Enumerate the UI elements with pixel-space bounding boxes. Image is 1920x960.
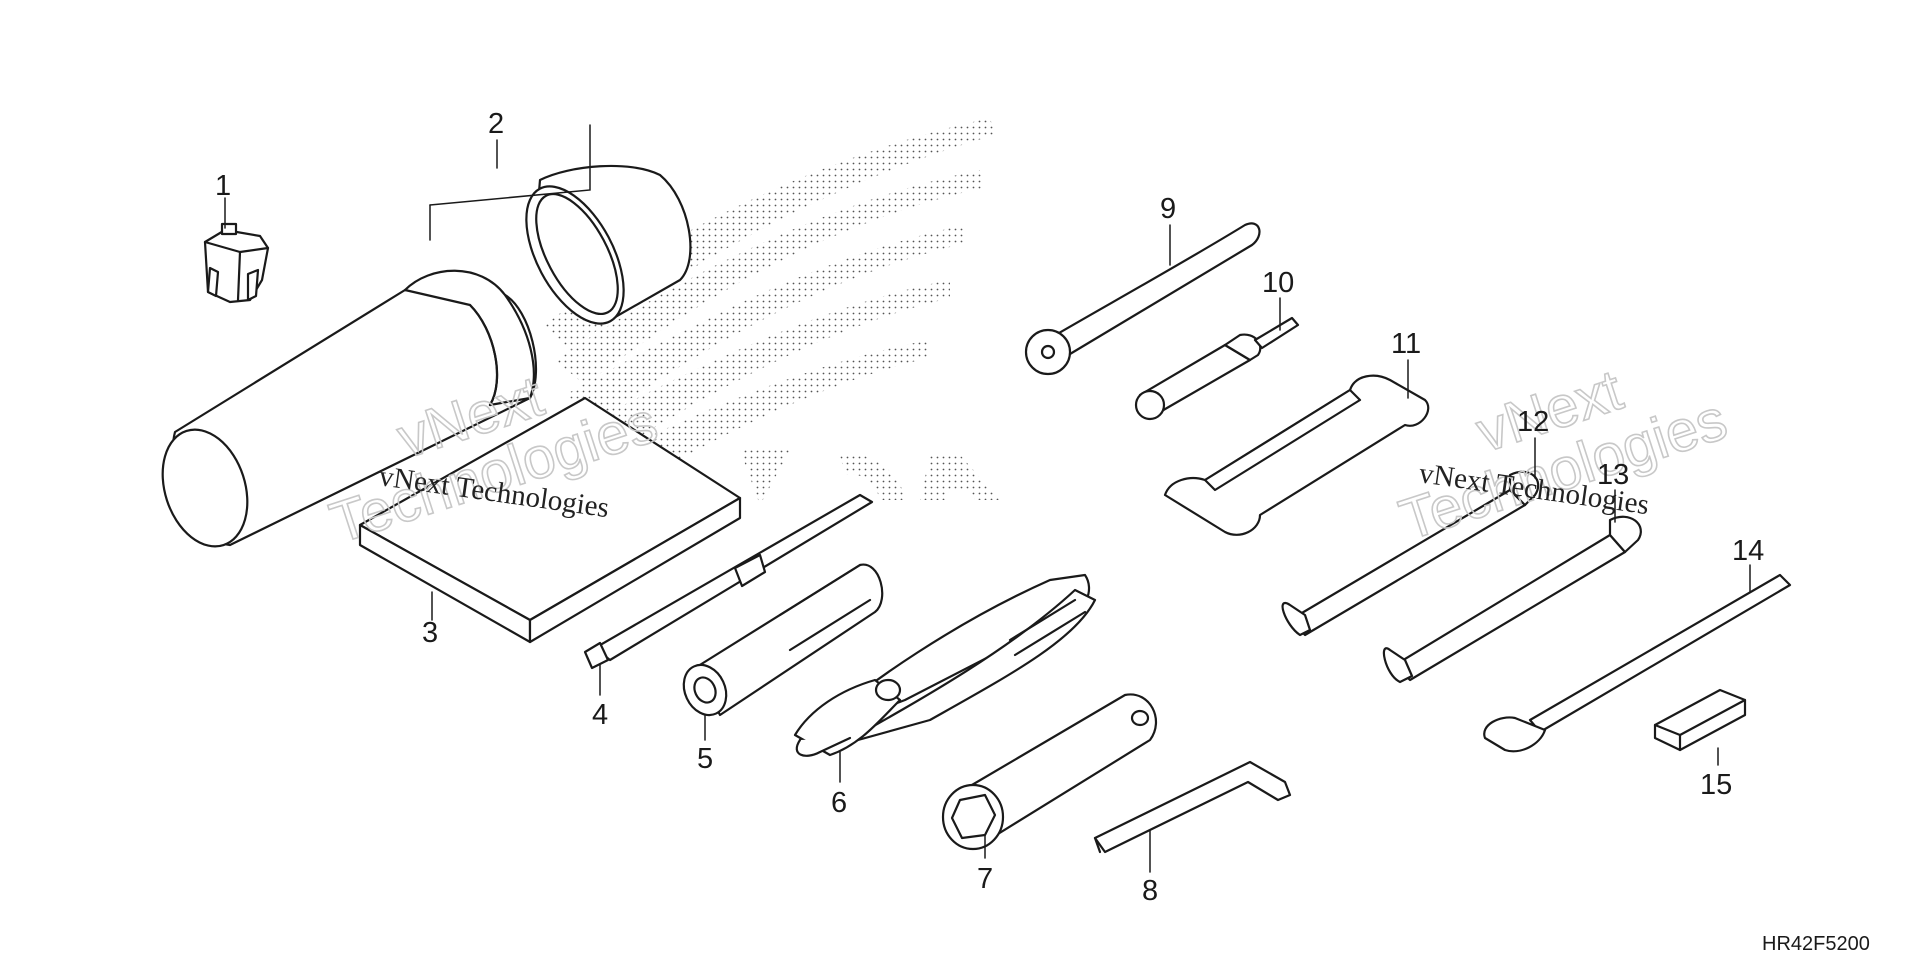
- part-screwdriver: [583, 493, 874, 670]
- callout-13: 13: [1597, 459, 1629, 491]
- part-hex-key: [1093, 760, 1292, 854]
- leader-lines: [224, 139, 1751, 873]
- callout-9: 9: [1160, 193, 1176, 225]
- callout-3: 3: [422, 617, 438, 649]
- callout-14: 14: [1732, 535, 1764, 567]
- callout-7: 7: [977, 863, 993, 895]
- dotted-wing-logo: [545, 118, 1000, 505]
- part-open-wrench-1: [1281, 470, 1540, 637]
- callout-numbers: 1 2 3 4 5 6 7 8 9 10 11 12 13 14 15: [215, 108, 1764, 907]
- callout-8: 8: [1142, 875, 1158, 907]
- diagram-code: HR42F5200: [1762, 933, 1870, 955]
- part-box-wrench: [941, 693, 1158, 851]
- callout-15: 15: [1700, 769, 1732, 801]
- callout-5: 5: [697, 743, 713, 775]
- part-open-wrench-2: [1382, 515, 1642, 684]
- part-tool-tube: [161, 124, 692, 548]
- callout-4: 4: [592, 699, 608, 731]
- callout-6: 6: [831, 787, 847, 819]
- part-double-wrench: [1163, 374, 1430, 536]
- callout-1: 1: [215, 170, 231, 202]
- callout-10: 10: [1262, 267, 1294, 299]
- part-fuse: [203, 222, 270, 304]
- callout-12: 12: [1517, 406, 1549, 438]
- part-screwdriver-handle: [682, 563, 884, 717]
- part-pliers: [793, 573, 1097, 757]
- callout-2: 2: [488, 108, 504, 140]
- part-tool-pouch: [358, 396, 742, 644]
- part-extension-bar: [1134, 316, 1300, 421]
- part-clip: [1653, 688, 1747, 752]
- callout-11: 11: [1391, 328, 1421, 360]
- part-long-wrench: [1483, 573, 1792, 753]
- part-pin-spanner: [1024, 222, 1261, 376]
- watermark-right: vNext Technologies: [1391, 357, 1735, 554]
